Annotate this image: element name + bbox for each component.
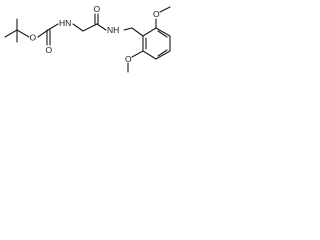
carbamate-nh-label: HN	[59, 18, 71, 28]
amide-nh-label: NH	[107, 25, 119, 35]
bond-benzyl-ch2-to-ring	[131, 27, 144, 37]
bottom-methoxy-oxygen-label: O	[125, 54, 132, 64]
bond-ester-o-to-carbonyl-c	[37, 29, 49, 38]
ring-bond-3	[155, 50, 171, 60]
tert-butyl-group	[4, 18, 30, 43]
top-methoxy-group	[155, 6, 171, 29]
bond-nh-to-ch2	[72, 23, 84, 32]
glycine-linker	[72, 13, 144, 37]
bond-tbu-to-ester-o	[16, 29, 30, 38]
ring-inner-double-3	[157, 30, 168, 38]
bond-ring-to-bottom-methoxy-o	[131, 50, 144, 58]
bond-ch2-to-amide-c	[82, 23, 98, 32]
bond-amide-nh-to-benzyl-ch2	[123, 27, 133, 31]
bond-amide-c-to-nh	[96, 23, 107, 31]
ring-bond-2	[142, 50, 157, 60]
bond-top-methoxy-o-to-methyl	[159, 6, 171, 13]
chemical-structure-diagram: O O HN O NH O O	[4, 4, 171, 73]
carbamate-carbonyl-oxygen-label: O	[46, 45, 53, 55]
ring-bond-6	[142, 27, 157, 37]
ring-inner-double-2	[157, 49, 168, 57]
carbamate-group	[37, 23, 59, 46]
ring-bond-5	[155, 27, 171, 37]
top-methoxy-oxygen-label: O	[153, 9, 160, 19]
dimethoxyphenyl-ring	[142, 27, 171, 60]
amide-carbonyl-oxygen-label: O	[94, 4, 101, 14]
bond-carbonyl-c-to-nh	[47, 23, 59, 31]
carbamate-ether-oxygen-label: O	[30, 33, 37, 43]
bond-tbu-methyl-left	[4, 29, 18, 38]
bottom-methoxy-group	[127, 50, 144, 73]
